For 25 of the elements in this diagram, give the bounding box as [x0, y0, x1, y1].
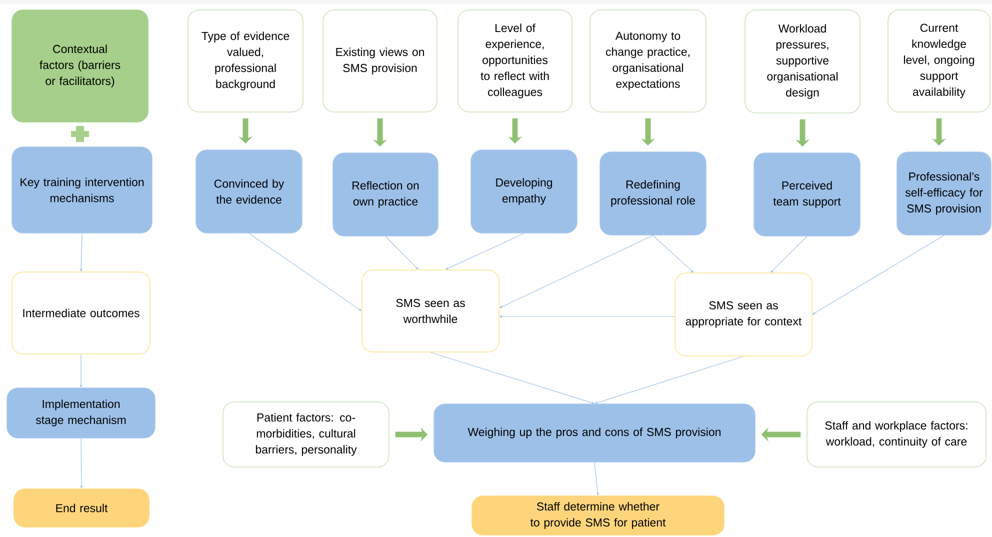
factor-box: Type of evidence valued, professional background [188, 10, 304, 112]
result-box: Staff determine whether to provide SMS for patient [472, 496, 724, 536]
factor-box: Existing views on SMS provision [322, 10, 438, 112]
outcome-box: SMS seen as worthwhile [362, 270, 500, 352]
process-box: Reflection on own practice [332, 152, 438, 236]
process-box: Perceived team support [754, 152, 860, 236]
outcome-box: Intermediate outcomes [12, 272, 150, 354]
arrow [594, 356, 744, 404]
factor-box: Patient factors: co-morbidities, cultural barriers, personality [222, 402, 390, 468]
process-box: Weighing up the pros and cons of SMS provision [434, 404, 756, 462]
process-box: Implementation stage mechanism [6, 388, 156, 438]
factor-box: Current knowledge level, ongoing support availability [888, 10, 990, 112]
process-box: Developing empathy [470, 150, 578, 234]
factor-box: Autonomy to change practice, organisational expectations [590, 10, 706, 112]
result-box: End result [14, 488, 150, 528]
process-box: Convinced by the evidence [196, 150, 302, 234]
process-box: Key training intervention mechanisms [12, 146, 152, 234]
content-box: Contextual factors (barriers or facilitators) [12, 10, 148, 122]
process-box: Redefining professional role [600, 152, 706, 236]
factor-box: Staff and workplace factors: workload, continuity of care [806, 402, 986, 468]
arrow [446, 233, 524, 270]
process-box: Professional’s self-efficacy for SMS provision [896, 152, 992, 236]
factor-box: Level of experience, opportunities to reflect with colleagues [458, 10, 572, 112]
outcome-box: SMS seen as appropriate for context [674, 272, 812, 356]
factor-box: Workload pressures, supportive organisational design [744, 10, 860, 114]
